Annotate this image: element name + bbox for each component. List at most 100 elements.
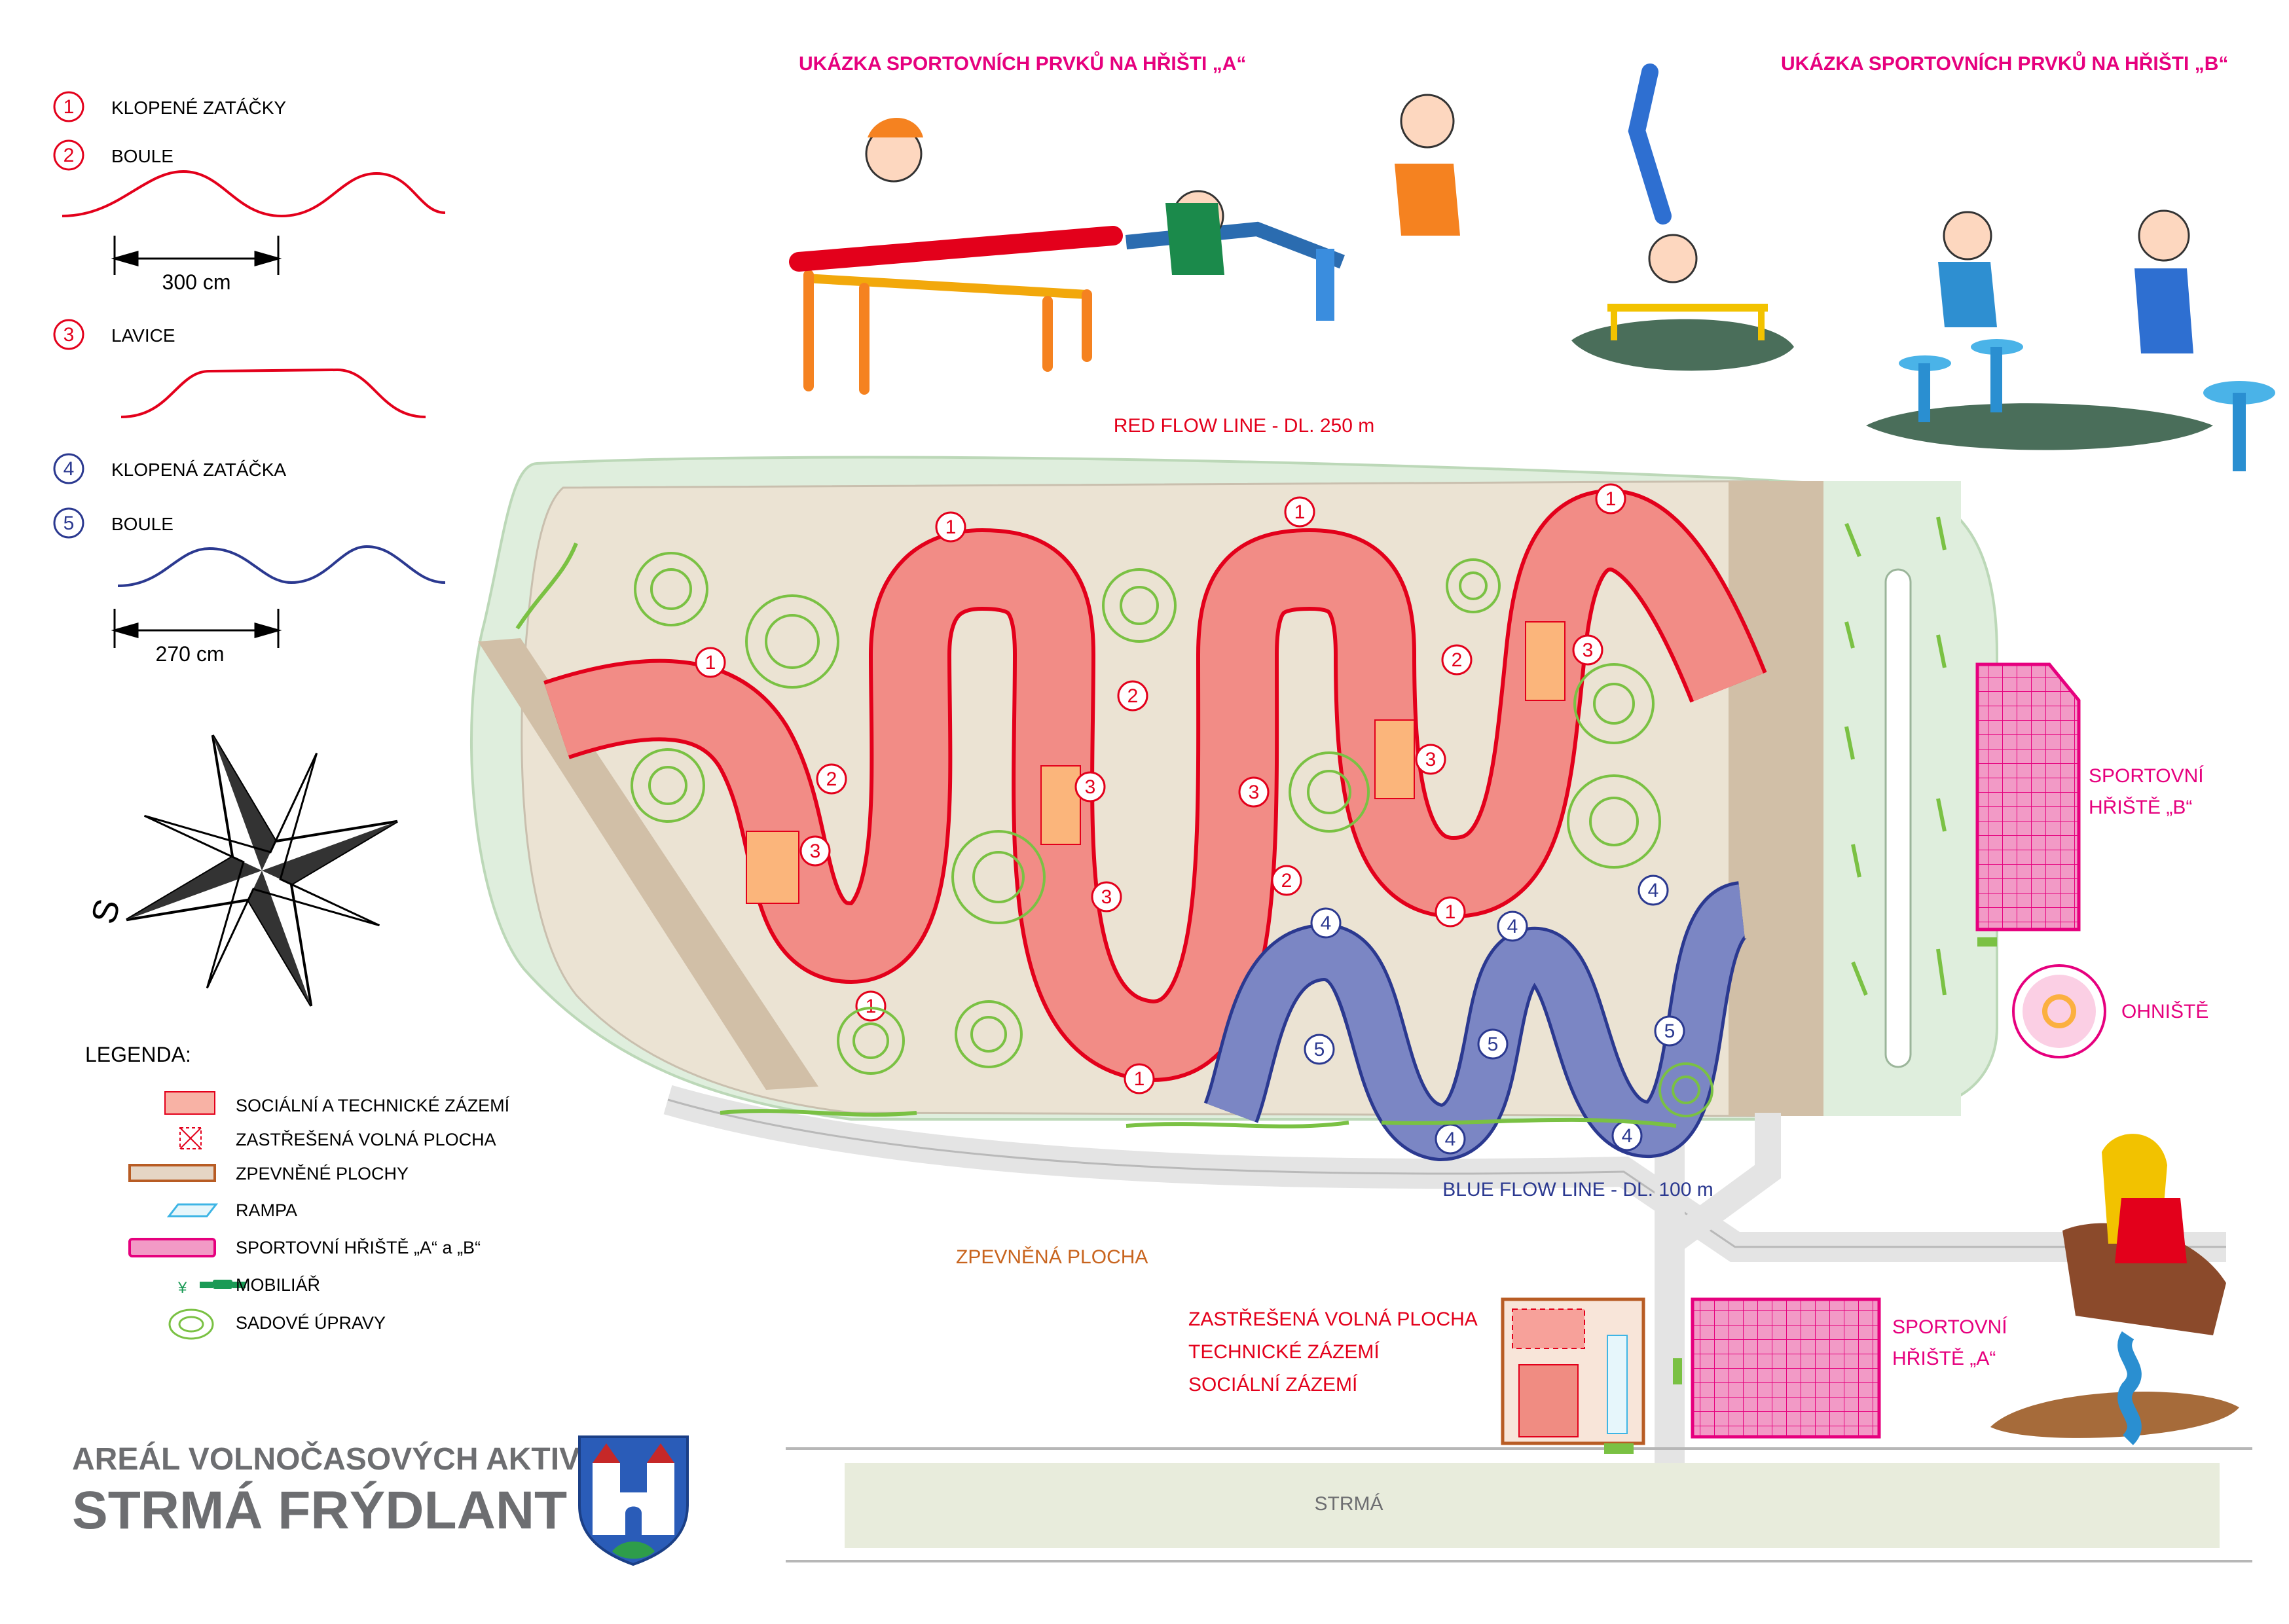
illustration-play-a xyxy=(789,94,1460,395)
label-facility-2: TECHNICKÉ ZÁZEMÍ xyxy=(1188,1341,1380,1363)
red-flow-line xyxy=(543,489,1767,1082)
svg-text:5: 5 xyxy=(1314,1039,1325,1060)
legend-item-social: SOCIÁLNÍ A TECHNICKÉ ZÁZEMÍ xyxy=(236,1096,510,1115)
svg-text:1: 1 xyxy=(945,516,957,538)
svg-text:3: 3 xyxy=(1249,782,1260,803)
dimension-blue-label: 270 cm xyxy=(156,642,225,666)
legend-item-covered: ZASTŘEŠENÁ VOLNÁ PLOCHA xyxy=(236,1129,496,1149)
dimension-blue xyxy=(111,609,282,648)
title-line-2: STRMÁ FRÝDLANT xyxy=(72,1481,567,1540)
heading-demo-a: UKÁZKA SPORTOVNÍCH PRVKŮ NA HŘIŠTI „A“ xyxy=(799,51,1246,75)
svg-text:2: 2 xyxy=(1281,870,1292,892)
top-headings: UKÁZKA SPORTOVNÍCH PRVKŮ NA HŘIŠTI „A“ U… xyxy=(799,51,2228,75)
key-item-3: 3 LAVICE xyxy=(53,319,175,350)
label-street: STRMÁ xyxy=(1315,1493,1383,1515)
sport-court-b xyxy=(1975,662,2081,947)
svg-text:1: 1 xyxy=(866,996,877,1017)
legend-item-sport: SPORTOVNÍ HŘIŠTĚ „A“ a „B“ xyxy=(236,1237,481,1257)
dimension-red xyxy=(111,236,282,275)
heading-demo-b: UKÁZKA SPORTOVNÍCH PRVKŮ NA HŘIŠTI „B“ xyxy=(1781,51,2228,75)
key-item-3-num: 3 xyxy=(64,324,75,346)
legend-item-paved: ZPEVNĚNÉ PLOCHY xyxy=(236,1163,409,1183)
label-fireplace: OHNIŠTĚ xyxy=(2121,1000,2208,1022)
label-facility-1: ZASTŘEŠENÁ VOLNÁ PLOCHA xyxy=(1188,1308,1478,1330)
illustration-spring-rider xyxy=(1990,1134,2239,1445)
legend: LEGENDA: SOCIÁLNÍ A TECHNICKÉ ZÁZEMÍ ZAS… xyxy=(85,1043,510,1340)
label-facility-3: SOCIÁLNÍ ZÁZEMÍ xyxy=(1188,1374,1358,1396)
legend-symbol-paved xyxy=(128,1164,216,1182)
svg-text:3: 3 xyxy=(1425,749,1437,770)
legend-symbol-social xyxy=(164,1091,215,1115)
label-sport-b-2: HŘIŠTĚ „B“ xyxy=(2089,796,2192,818)
facility-block xyxy=(1501,1297,1645,1454)
key-item-4: 4 KLOPENÁ ZATÁČKA xyxy=(53,453,286,484)
compass-star-icon xyxy=(126,734,398,1007)
svg-text:1: 1 xyxy=(705,652,716,674)
svg-text:4: 4 xyxy=(1321,912,1332,934)
svg-text:4: 4 xyxy=(1507,916,1518,937)
svg-text:3: 3 xyxy=(1583,640,1594,661)
svg-text:1: 1 xyxy=(1134,1068,1145,1090)
title-line-1: AREÁL VOLNOČASOVÝCH AKTIVIT xyxy=(72,1441,608,1477)
sport-court-a xyxy=(1673,1297,1881,1439)
key-item-5: 5 BOULE xyxy=(53,507,174,539)
label-red-flow: RED FLOW LINE - DL. 250 m xyxy=(1114,415,1374,437)
svg-text:3: 3 xyxy=(810,840,821,862)
bush-icon xyxy=(631,552,1713,1117)
elements-key: 1 KLOPENÉ ZATÁČKY 2 BOULE 300 cm 3 LAVIC… xyxy=(53,91,446,666)
coat-of-arms-icon xyxy=(578,1435,689,1566)
legend-title: LEGENDA: xyxy=(85,1043,191,1066)
boule-profile-blue xyxy=(117,545,446,587)
key-item-3-label: LAVICE xyxy=(111,325,175,346)
illustration-play-b xyxy=(1571,63,2275,471)
legend-symbol-covered xyxy=(179,1127,202,1149)
svg-text:5: 5 xyxy=(1664,1020,1676,1042)
compass-north-label: S xyxy=(84,895,128,928)
svg-text:3: 3 xyxy=(1085,776,1096,798)
svg-text:2: 2 xyxy=(1127,685,1139,707)
svg-text:1: 1 xyxy=(1605,488,1617,510)
svg-text:4: 4 xyxy=(1622,1125,1633,1147)
label-sport-a-2: HŘIŠTĚ „A“ xyxy=(1892,1347,1996,1369)
dimension-red-label: 300 cm xyxy=(162,270,231,294)
bench-icon: ¥ xyxy=(177,1279,246,1297)
key-item-2-label: BOULE xyxy=(111,146,174,166)
boule-profile-red xyxy=(62,170,446,218)
legend-item-greenery: SADOVÉ ÚPRAVY xyxy=(236,1312,386,1333)
legend-item-ramp: RAMPA xyxy=(236,1200,297,1220)
svg-text:2: 2 xyxy=(1452,649,1463,671)
key-item-1: 1 KLOPENÉ ZATÁČKY xyxy=(53,91,286,122)
title-block: AREÁL VOLNOČASOVÝCH AKTIVIT STRMÁ FRÝDLA… xyxy=(72,1441,608,1540)
svg-text:1: 1 xyxy=(1445,901,1456,923)
key-item-1-num: 1 xyxy=(64,96,75,118)
key-item-5-label: BOULE xyxy=(111,514,174,534)
footpaths xyxy=(663,1085,2226,1473)
svg-text:5: 5 xyxy=(1488,1034,1499,1055)
svg-text:1: 1 xyxy=(1294,501,1306,523)
key-item-4-label: KLOPENÁ ZATÁČKA xyxy=(111,460,286,480)
svg-text:2: 2 xyxy=(826,768,837,790)
fireplace xyxy=(2012,964,2106,1058)
svg-text:3: 3 xyxy=(1101,886,1112,908)
legend-symbol-ramp xyxy=(166,1203,219,1218)
street-strma xyxy=(786,1447,2252,1562)
bench-profile-red xyxy=(120,368,426,418)
key-item-1-label: KLOPENÉ ZATÁČKY xyxy=(111,98,286,118)
map-labels: RED FLOW LINE - DL. 250 m BLUE FLOW LINE… xyxy=(956,415,2208,1515)
blue-flow-line xyxy=(1203,881,1750,1162)
legend-symbol-sport xyxy=(128,1238,216,1257)
label-paved-area: ZPEVNĚNÁ PLOCHA xyxy=(956,1246,1148,1268)
key-item-4-num: 4 xyxy=(64,458,75,480)
bush-icon xyxy=(168,1308,214,1340)
hedge-rows xyxy=(515,516,1947,1128)
key-item-5-num: 5 xyxy=(64,513,75,534)
label-blue-flow: BLUE FLOW LINE - DL. 100 m xyxy=(1442,1179,1713,1200)
svg-text:¥: ¥ xyxy=(177,1279,187,1297)
label-sport-b-1: SPORTOVNÍ xyxy=(2089,765,2204,787)
key-item-2: 2 BOULE xyxy=(53,139,174,171)
key-item-2-num: 2 xyxy=(64,145,75,166)
label-sport-a-1: SPORTOVNÍ xyxy=(1892,1316,2007,1338)
svg-text:4: 4 xyxy=(1648,880,1659,901)
